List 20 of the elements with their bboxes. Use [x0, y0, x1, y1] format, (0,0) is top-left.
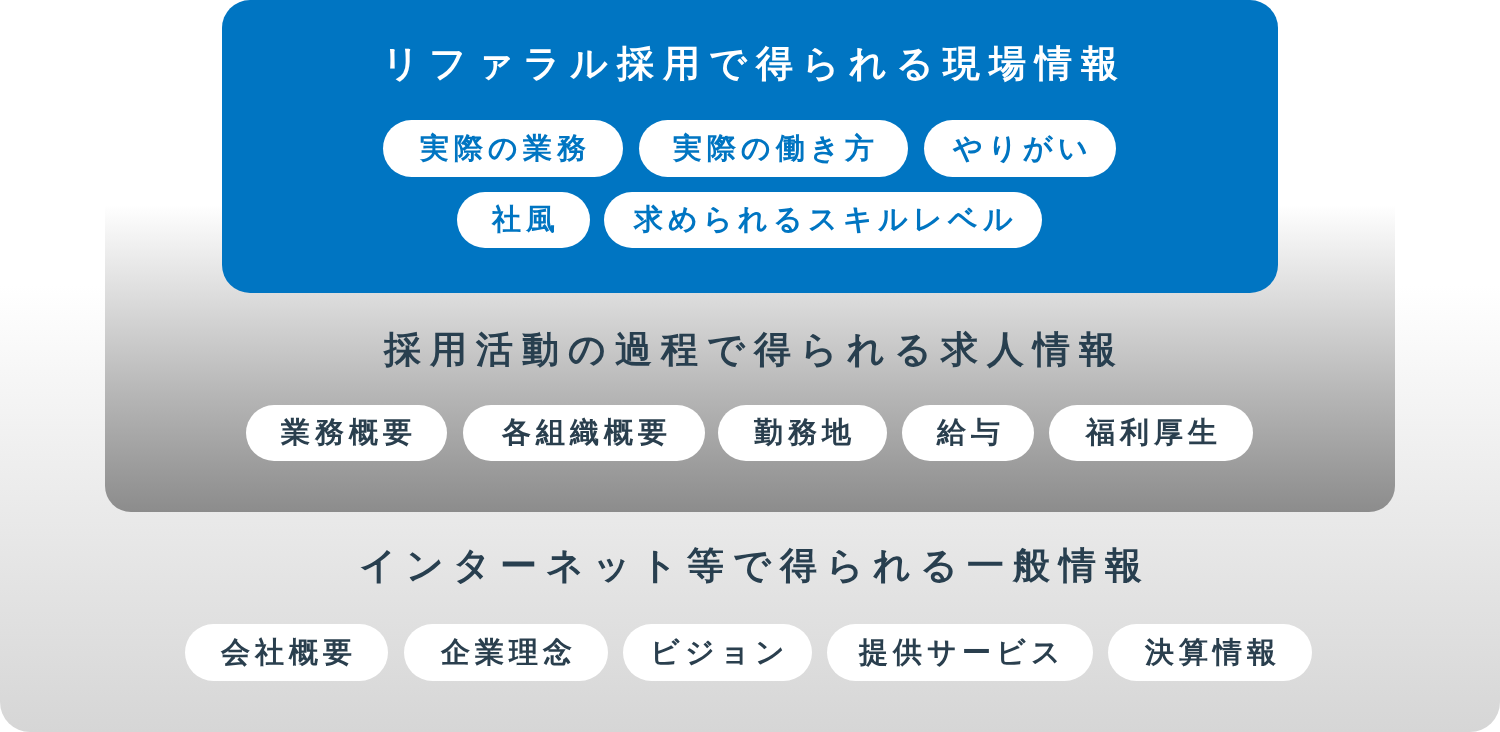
info-tag: 提供サービス — [827, 624, 1093, 681]
info-tag: 会社概要 — [185, 624, 388, 681]
info-tag: 求められるスキルレベル — [604, 192, 1042, 248]
middle-layer-panel — [105, 0, 1395, 512]
info-tag: 福利厚生 — [1049, 405, 1253, 461]
info-tag: 企業理念 — [404, 624, 608, 681]
info-tag: 勤務地 — [718, 405, 887, 461]
top-layer-panel — [222, 0, 1278, 293]
info-tag: 決算情報 — [1108, 624, 1312, 681]
info-tag: ビジョン — [623, 624, 812, 681]
info-tag: やりがい — [924, 120, 1116, 177]
panel-title: リファラル採用で得られる現場情報 — [381, 41, 1127, 87]
info-tag: 社風 — [457, 192, 590, 248]
info-tag: 給与 — [902, 405, 1034, 461]
panel-title: 採用活動の過程で得られる求人情報 — [382, 327, 1125, 373]
info-tag: 実際の業務 — [383, 120, 623, 177]
info-tag: 実際の働き方 — [639, 120, 908, 177]
info-tag: 業務概要 — [246, 405, 447, 461]
info-tag: 各組織概要 — [463, 405, 705, 461]
panel-title: インターネット等で得られる一般情報 — [357, 543, 1151, 589]
